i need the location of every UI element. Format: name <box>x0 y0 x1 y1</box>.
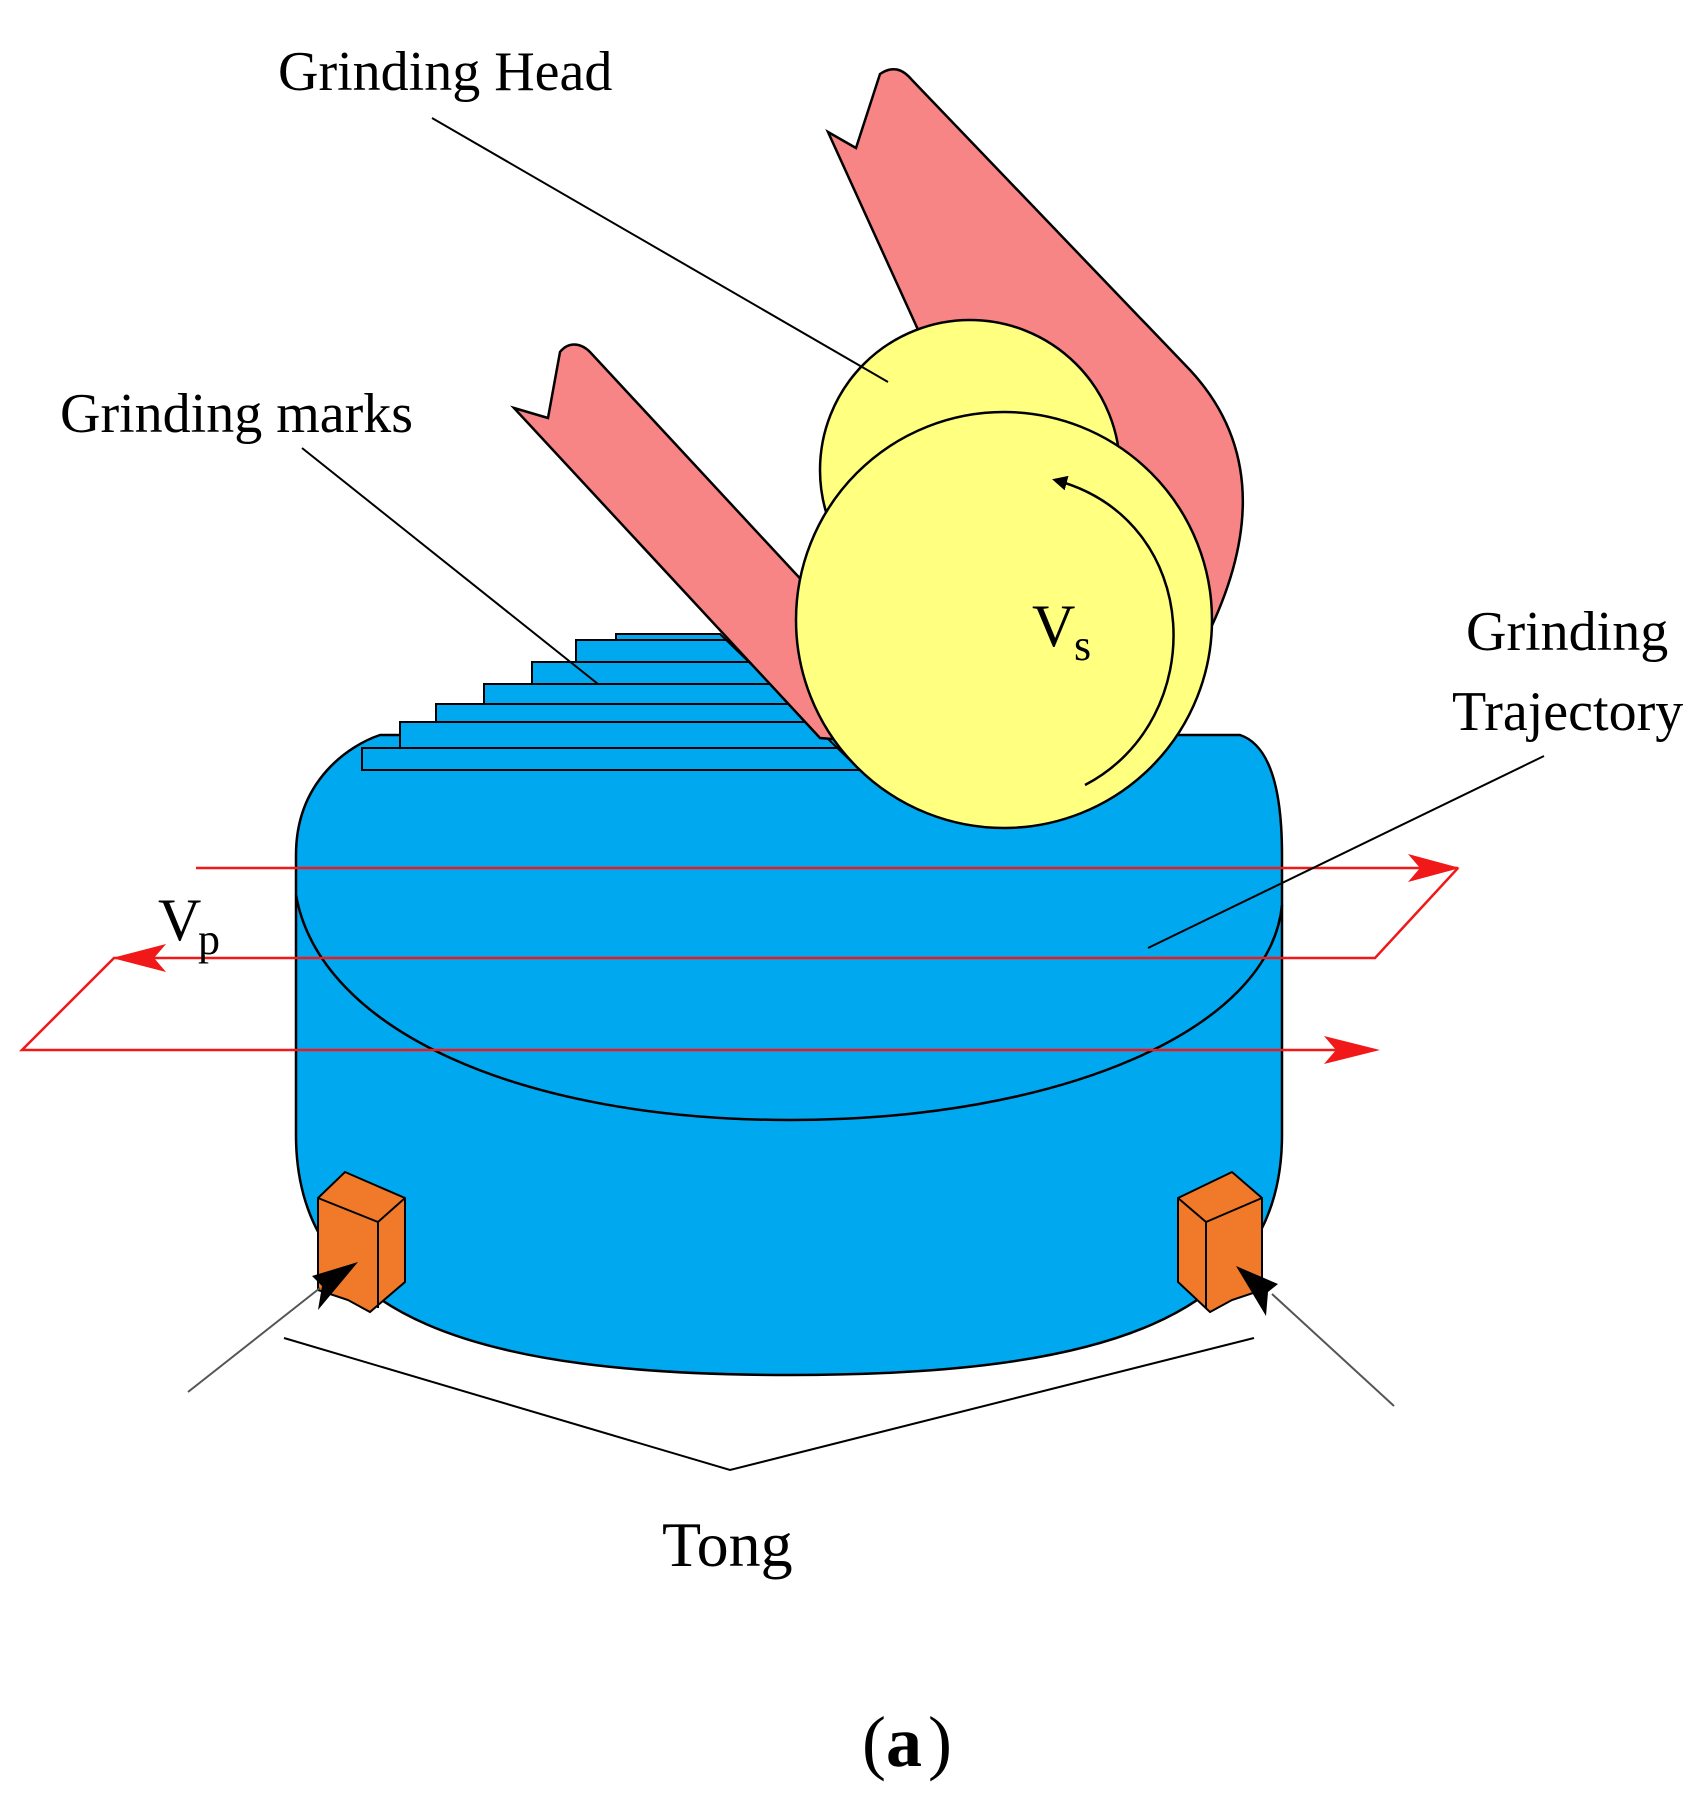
arrow-left-icon <box>112 944 166 972</box>
svg-text:V: V <box>1032 593 1075 659</box>
trajectory-arrows <box>112 854 1460 1064</box>
leader-grinding-marks <box>301 447 599 685</box>
arrow-icon <box>1236 1266 1278 1316</box>
label-grinding-head: Grinding Head <box>278 41 612 103</box>
grinding-marks <box>361 633 863 771</box>
tong-right <box>1177 1170 1263 1314</box>
svg-text:(: ( <box>862 1702 886 1782</box>
arrow-right-icon <box>1324 1036 1380 1064</box>
label-vp: V p <box>158 887 220 964</box>
rotation-arrow-icon <box>1052 475 1175 787</box>
workpiece <box>294 733 1284 1377</box>
arrow-right-icon <box>1408 854 1460 882</box>
caption: ( a ) <box>862 1702 952 1782</box>
leader-grinding-trajectory <box>1147 755 1545 949</box>
svg-text:): ) <box>928 1702 952 1782</box>
leader-grinding-head <box>431 117 889 383</box>
label-tong: Tong <box>662 1509 793 1580</box>
leader-tong <box>283 1337 1255 1472</box>
tong-pointers <box>187 1262 1395 1407</box>
svg-text:p: p <box>198 915 220 964</box>
label-vs: V s <box>1032 593 1091 670</box>
label-grinding-trajectory-1: Grinding <box>1466 601 1668 663</box>
workpiece-body <box>294 733 1284 1377</box>
grinding-head <box>509 67 1245 830</box>
label-grinding-marks: Grinding marks <box>60 383 413 445</box>
label-grinding-trajectory-2: Trajectory <box>1452 681 1683 743</box>
svg-text:a: a <box>886 1702 922 1782</box>
grinding-wheel-front <box>794 410 1214 830</box>
workpiece-top-edge <box>294 894 1284 1122</box>
svg-text:V: V <box>158 887 201 953</box>
arrow-icon <box>312 1262 358 1310</box>
leader-lines <box>283 117 1545 1472</box>
svg-text:s: s <box>1074 621 1091 670</box>
